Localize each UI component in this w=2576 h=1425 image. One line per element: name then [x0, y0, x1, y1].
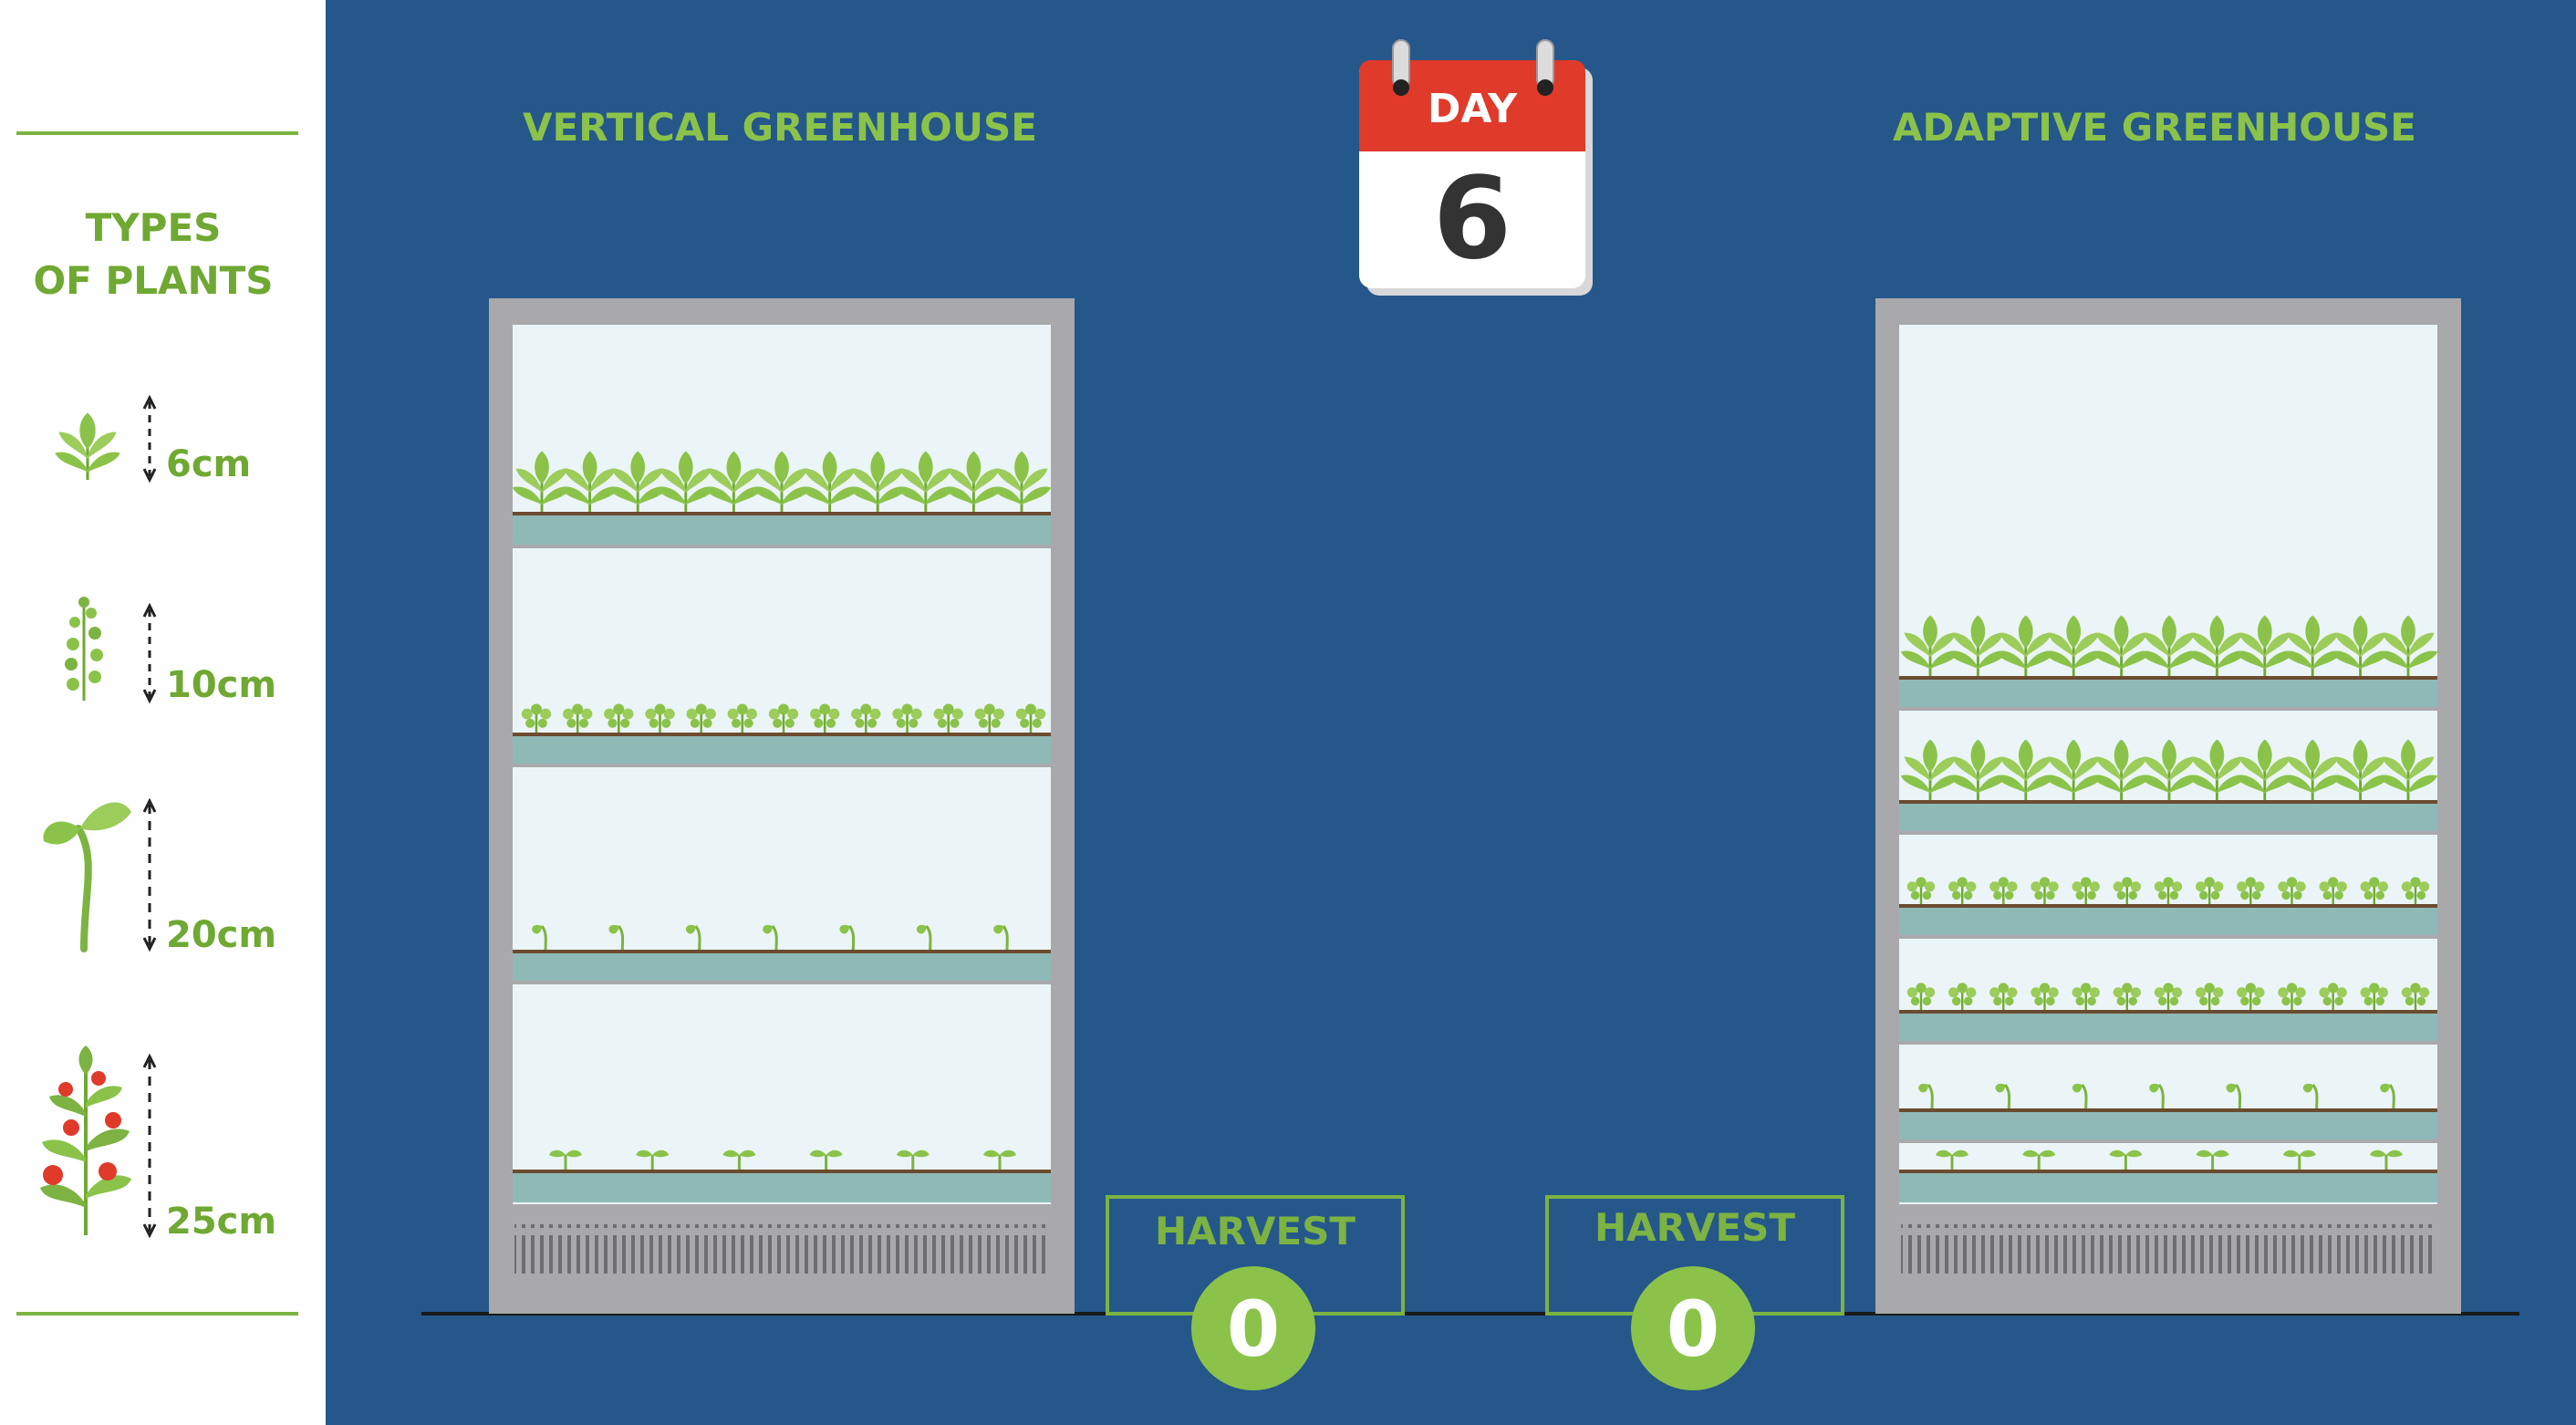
height-arrow-25cm — [142, 1053, 157, 1239]
tall-sprout-icon — [43, 802, 131, 952]
adaptive-shelf-5 — [1899, 1108, 2437, 1143]
vertical-harvest-label: HARVEST — [1155, 1209, 1356, 1253]
calendar-day-label: DAY — [1428, 86, 1518, 132]
adaptive-greenhouse — [1875, 298, 2461, 1314]
vertical-shelf-3 — [513, 950, 1051, 984]
vertical-greenhouse-title: VERTICAL GREENHOUSE — [523, 105, 1037, 150]
vertical-harvest-count: 0 — [1227, 1285, 1280, 1374]
plant-height-20cm: 20cm — [166, 914, 276, 956]
legend-title-line1: TYPES — [86, 205, 222, 250]
vertical-greenhouse — [489, 298, 1075, 1314]
herb-sprig-icon — [65, 597, 103, 701]
adaptive-shelf-1 — [1899, 676, 2437, 711]
vertical-greenhouse-vent — [513, 1222, 1051, 1275]
vertical-shelf-1 — [513, 512, 1051, 548]
height-arrow-20cm — [142, 797, 157, 952]
adaptive-shelf-6 — [1899, 1170, 2437, 1202]
adaptive-shelf-2 — [1899, 800, 2437, 835]
vertical-harvest-badge — [1191, 1266, 1315, 1390]
adaptive-greenhouse-vent — [1899, 1222, 2437, 1275]
plant-height-25cm: 25cm — [166, 1201, 276, 1243]
legend-title-line2: OF PLANTS — [33, 258, 273, 303]
adaptive-shelf-4 — [1899, 1010, 2437, 1045]
adaptive-harvest-counter: HARVEST 0 — [1545, 1195, 1844, 1390]
adaptive-harvest-count: 0 — [1667, 1285, 1719, 1374]
adaptive-harvest-badge — [1631, 1266, 1755, 1390]
vertical-shelf-4 — [513, 1170, 1051, 1202]
vertical-shelf-2 — [513, 733, 1051, 767]
plant-height-6cm: 6cm — [166, 443, 251, 485]
height-arrow-6cm — [142, 394, 157, 484]
plant-height-10cm: 10cm — [166, 664, 276, 706]
calendar-icon — [1359, 39, 1593, 296]
height-arrow-10cm — [142, 602, 157, 704]
tomato-plant-icon — [40, 1045, 131, 1235]
adaptive-shelf-3 — [1899, 904, 2437, 939]
calendar-day-number: 6 — [1433, 153, 1511, 285]
adaptive-greenhouse-title: ADAPTIVE GREENHOUSE — [1893, 105, 2416, 150]
vertical-harvest-counter: HARVEST 0 — [1106, 1195, 1405, 1390]
adaptive-harvest-label: HARVEST — [1594, 1205, 1795, 1250]
